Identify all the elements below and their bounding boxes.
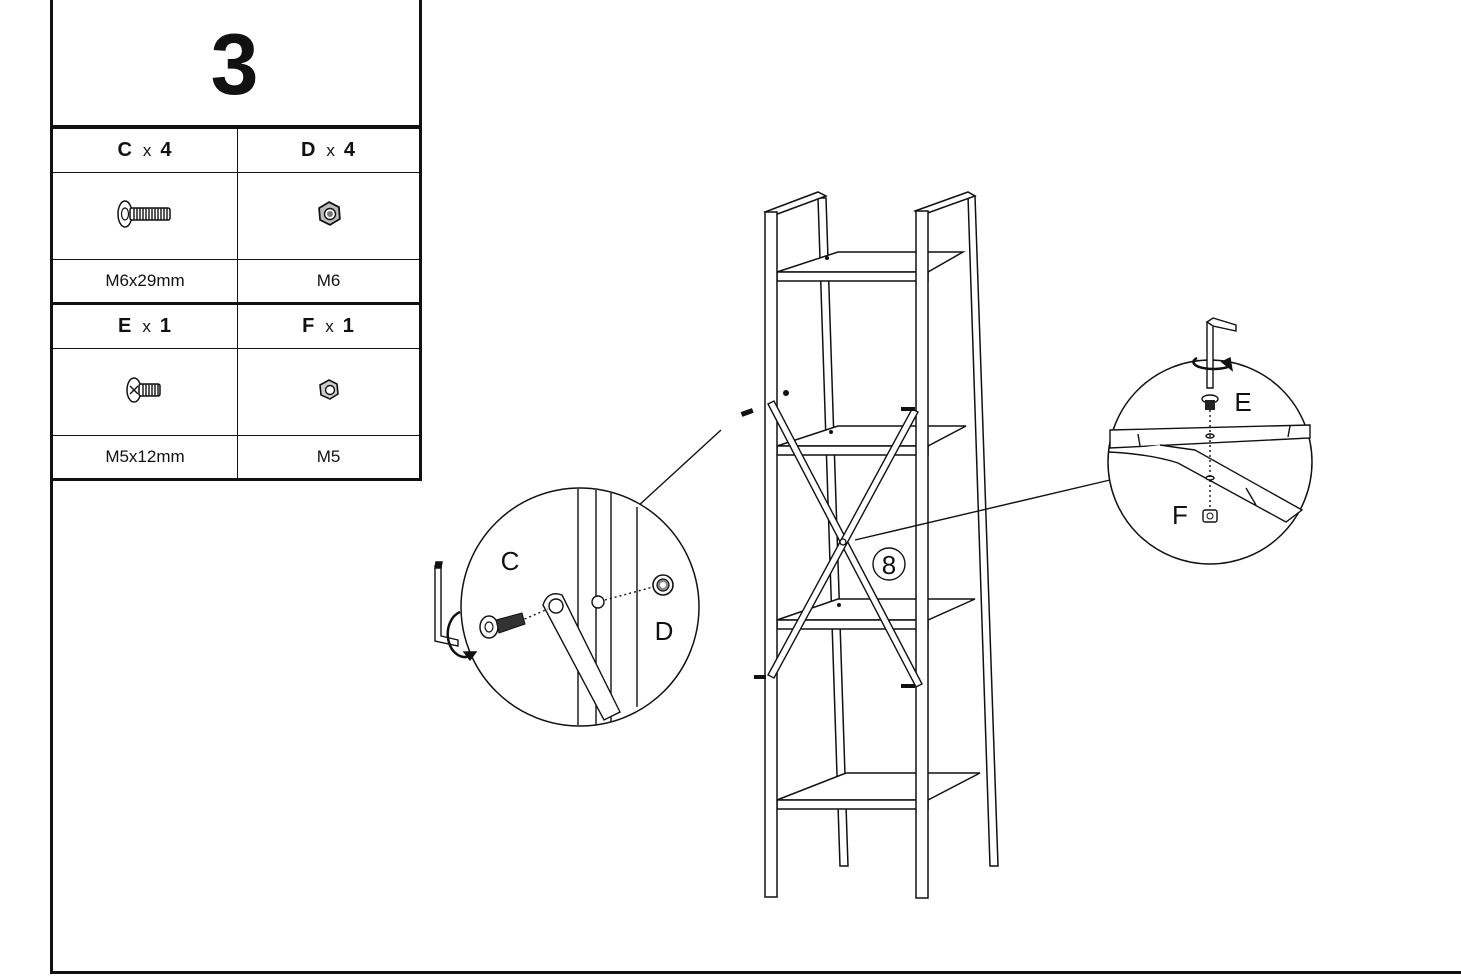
hex-nut-icon [317, 200, 341, 226]
bolt-c-illustration [479, 612, 526, 639]
nut-f-illustration [1202, 509, 1218, 523]
detail-callout-right: E F [1107, 317, 1313, 565]
step-box: 3 [50, 0, 422, 128]
callout-label-c: C [501, 546, 520, 576]
bolt-e-illustration [1201, 394, 1219, 410]
part-spec-e: M5x12mm [50, 435, 238, 481]
nut-d-illustration [652, 574, 674, 596]
callout-label-d: D [655, 616, 674, 646]
bolt-short-icon [126, 376, 161, 403]
detail-callout-left: C D [434, 487, 700, 727]
bolt-long-icon [117, 199, 171, 228]
step-number: 3 [210, 16, 259, 113]
part-spec-f: M5 [237, 435, 422, 481]
shelf-unit [763, 191, 999, 899]
part-image-f [237, 348, 422, 436]
page-frame [50, 0, 1461, 974]
callout-label-f: F [1172, 500, 1188, 530]
part-image-d [237, 172, 422, 260]
part-image-c [50, 172, 238, 260]
part-number-label: 8 [882, 550, 896, 580]
bolt-markers [740, 256, 915, 688]
allen-key-icon [1192, 317, 1237, 389]
small-nut-icon [318, 378, 339, 400]
allen-key-icon [434, 561, 478, 662]
part-spec-d: M6 [237, 259, 422, 305]
part-number-bubble: 8 [872, 547, 906, 581]
leader-lines [636, 429, 1111, 541]
callout-label-e: E [1234, 387, 1251, 417]
part-spec-c: M6x29mm [50, 259, 238, 305]
